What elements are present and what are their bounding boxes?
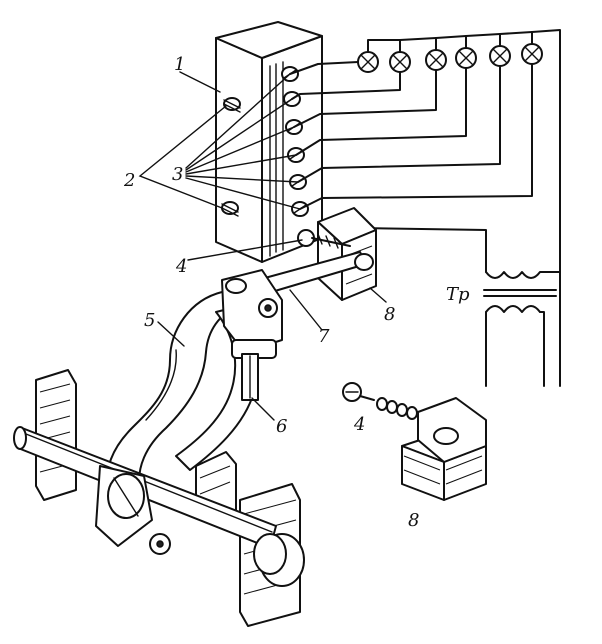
contact-plate <box>215 21 323 263</box>
pivot-bracket <box>221 269 283 359</box>
adjusting-screw-4 <box>297 229 351 249</box>
label-transformer: Tp <box>446 284 470 305</box>
rod-6 <box>241 353 259 401</box>
label-7: 7 <box>318 326 330 347</box>
label-1: 1 <box>174 54 185 75</box>
label-2: 2 <box>123 170 135 191</box>
signal-lamps <box>357 43 543 73</box>
wiring <box>289 29 561 387</box>
label-4-assembly: 4 <box>175 256 187 277</box>
lamp-6 <box>521 43 543 65</box>
labels: 1 2 3 4 5 6 7 8 4 8 Tp <box>123 54 470 531</box>
mounting-screw-upper <box>223 97 241 113</box>
exploded-block-8 <box>401 397 487 501</box>
exploded-screw-4 <box>342 382 375 402</box>
lamp-4 <box>455 47 477 69</box>
lamp-2 <box>389 51 411 73</box>
leader-lines <box>138 71 387 421</box>
mounting-screw-lower <box>221 201 239 217</box>
transformer-secondary-coil <box>485 305 541 313</box>
shaft-knob <box>253 533 305 587</box>
label-6: 6 <box>276 416 287 437</box>
label-4-exploded: 4 <box>353 414 365 435</box>
label-8-assembly: 8 <box>384 304 395 325</box>
lamp-1 <box>357 51 379 73</box>
label-3: 3 <box>172 164 183 185</box>
label-8-exploded: 8 <box>408 510 419 531</box>
transformer-primary-coil <box>485 271 561 279</box>
label-5: 5 <box>144 310 155 331</box>
hub-lower <box>95 465 171 555</box>
lamp-3 <box>425 49 447 71</box>
exploded-spring <box>376 397 418 420</box>
lamp-5 <box>489 45 511 67</box>
